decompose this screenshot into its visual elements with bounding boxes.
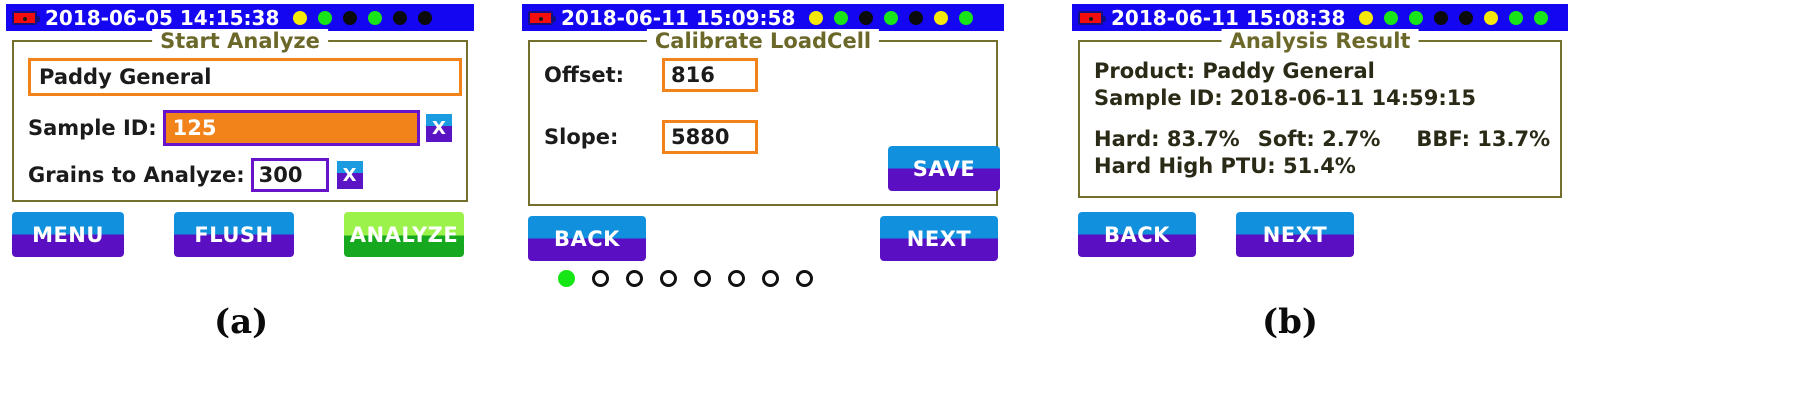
page-dot[interactable] [592,270,609,287]
status-dot [809,10,824,25]
group-title-calibrate-loadcell: Calibrate LoadCell [646,29,880,53]
next-button[interactable]: NEXT [1236,212,1354,257]
next-button[interactable]: NEXT [880,216,998,261]
sample-id-row: Sample ID: 125 X [28,110,452,146]
analyze-button[interactable]: ANALYZE [344,212,464,257]
status-dot [909,10,924,25]
page-indicator [558,270,813,287]
device-screen-c: 2018-06-11 15:08:38 Analysis Result Prod… [1072,4,1568,274]
start-analyze-group: Start Analyze Paddy General Sample ID: 1… [12,29,468,202]
button-bar-c: BACK NEXT [1078,212,1548,257]
result-soft: Soft: 2.7% [1257,127,1381,151]
group-title-analysis-result: Analysis Result [1221,29,1419,53]
sample-id-clear-icon[interactable]: X [426,114,452,142]
status-dot [1484,10,1499,25]
status-indicator-dots-a [293,10,433,25]
grains-input[interactable]: 300 [250,158,329,192]
offset-input[interactable]: 816 [662,58,758,92]
menu-button[interactable]: MENU [12,212,124,257]
battery-icon [12,10,40,25]
figure-caption-a: (a) [214,302,269,342]
page-dot[interactable] [762,270,779,287]
result-hard: Hard: 83.7% [1094,127,1240,151]
status-clock-b: 2018-06-11 15:09:58 [561,5,796,30]
status-bar-c: 2018-06-11 15:08:38 [1072,4,1568,31]
calibrate-body: Offset: 816 Slope: 5880 [530,42,996,204]
status-dot [1434,10,1449,25]
status-dot [418,10,433,25]
offset-label: Offset: [544,63,625,87]
page-dot[interactable] [694,270,711,287]
slope-input[interactable]: 5880 [662,120,758,154]
status-dot [368,10,383,25]
page-dot[interactable] [558,270,575,287]
status-indicator-dots-b [809,10,974,25]
status-dot [1459,10,1474,25]
status-dot [834,10,849,25]
analysis-result-group: Analysis Result Product: Paddy General S… [1078,29,1562,198]
sample-id-input[interactable]: 125 [162,110,420,146]
result-hard-high-ptu: Hard High PTU: 51.4% [1094,154,1356,178]
grains-label: Grains to Analyze: [28,163,245,187]
device-screen-b: 2018-06-11 15:09:58 Calibrate LoadCell O… [522,4,1318,342]
status-dot [1359,10,1374,25]
flush-button[interactable]: FLUSH [174,212,294,257]
battery-icon [1078,10,1106,25]
page-dot[interactable] [796,270,813,287]
result-sample-id: Sample ID: 2018-06-11 14:59:15 [1094,86,1477,110]
result-fraction-row: Hard: 83.7% Soft: 2.7% BBF: 13.7% [1094,126,1550,153]
page-dot[interactable] [728,270,745,287]
button-bar-a: MENU FLUSH ANALYZE [12,212,468,257]
back-button[interactable]: BACK [1078,212,1196,257]
status-dot [1534,10,1549,25]
status-bar-a: 2018-06-05 14:15:38 [6,4,474,31]
calibrate-loadcell-group: Calibrate LoadCell Offset: 816 Slope: 58… [528,29,1000,206]
page-dot[interactable] [660,270,677,287]
status-dot [393,10,408,25]
button-bar-b: BACK NEXT [528,216,998,261]
result-bbf: BBF: 13.7% [1416,127,1551,151]
device-screen-a: 2018-06-05 14:15:38 Start Analyze Paddy … [6,4,474,342]
status-dot [1509,10,1524,25]
figure-caption-b: (b) [1262,302,1318,342]
status-dot [934,10,949,25]
grains-row: Grains to Analyze: 300 X [28,158,452,192]
status-dot [318,10,333,25]
slope-label: Slope: [544,125,619,149]
result-product: Product: Paddy General [1094,59,1375,83]
status-clock-c: 2018-06-11 15:08:38 [1111,5,1346,30]
start-analyze-body: Paddy General Sample ID: 125 X Grains to… [14,42,466,200]
offset-row: Offset: 816 [544,58,982,92]
status-bar-b: 2018-06-11 15:09:58 [522,4,1004,31]
status-dot [1409,10,1424,25]
status-indicator-dots-c [1359,10,1549,25]
status-dot [959,10,974,25]
save-button[interactable]: SAVE [888,146,1000,191]
sample-id-label: Sample ID: [28,116,157,140]
status-dot [343,10,358,25]
status-dot [859,10,874,25]
product-input[interactable]: Paddy General [28,58,462,96]
status-clock-a: 2018-06-05 14:15:38 [45,5,280,30]
grains-clear-icon[interactable]: X [336,161,363,189]
battery-icon [528,10,556,25]
status-dot [1384,10,1399,25]
slope-row: Slope: 5880 [544,120,982,154]
group-title-start-analyze: Start Analyze [152,29,328,53]
page-dot[interactable] [626,270,643,287]
back-button[interactable]: BACK [528,216,646,261]
analysis-result-body: Product: Paddy General Sample ID: 2018-0… [1080,42,1560,196]
status-dot [884,10,899,25]
status-dot [293,10,308,25]
